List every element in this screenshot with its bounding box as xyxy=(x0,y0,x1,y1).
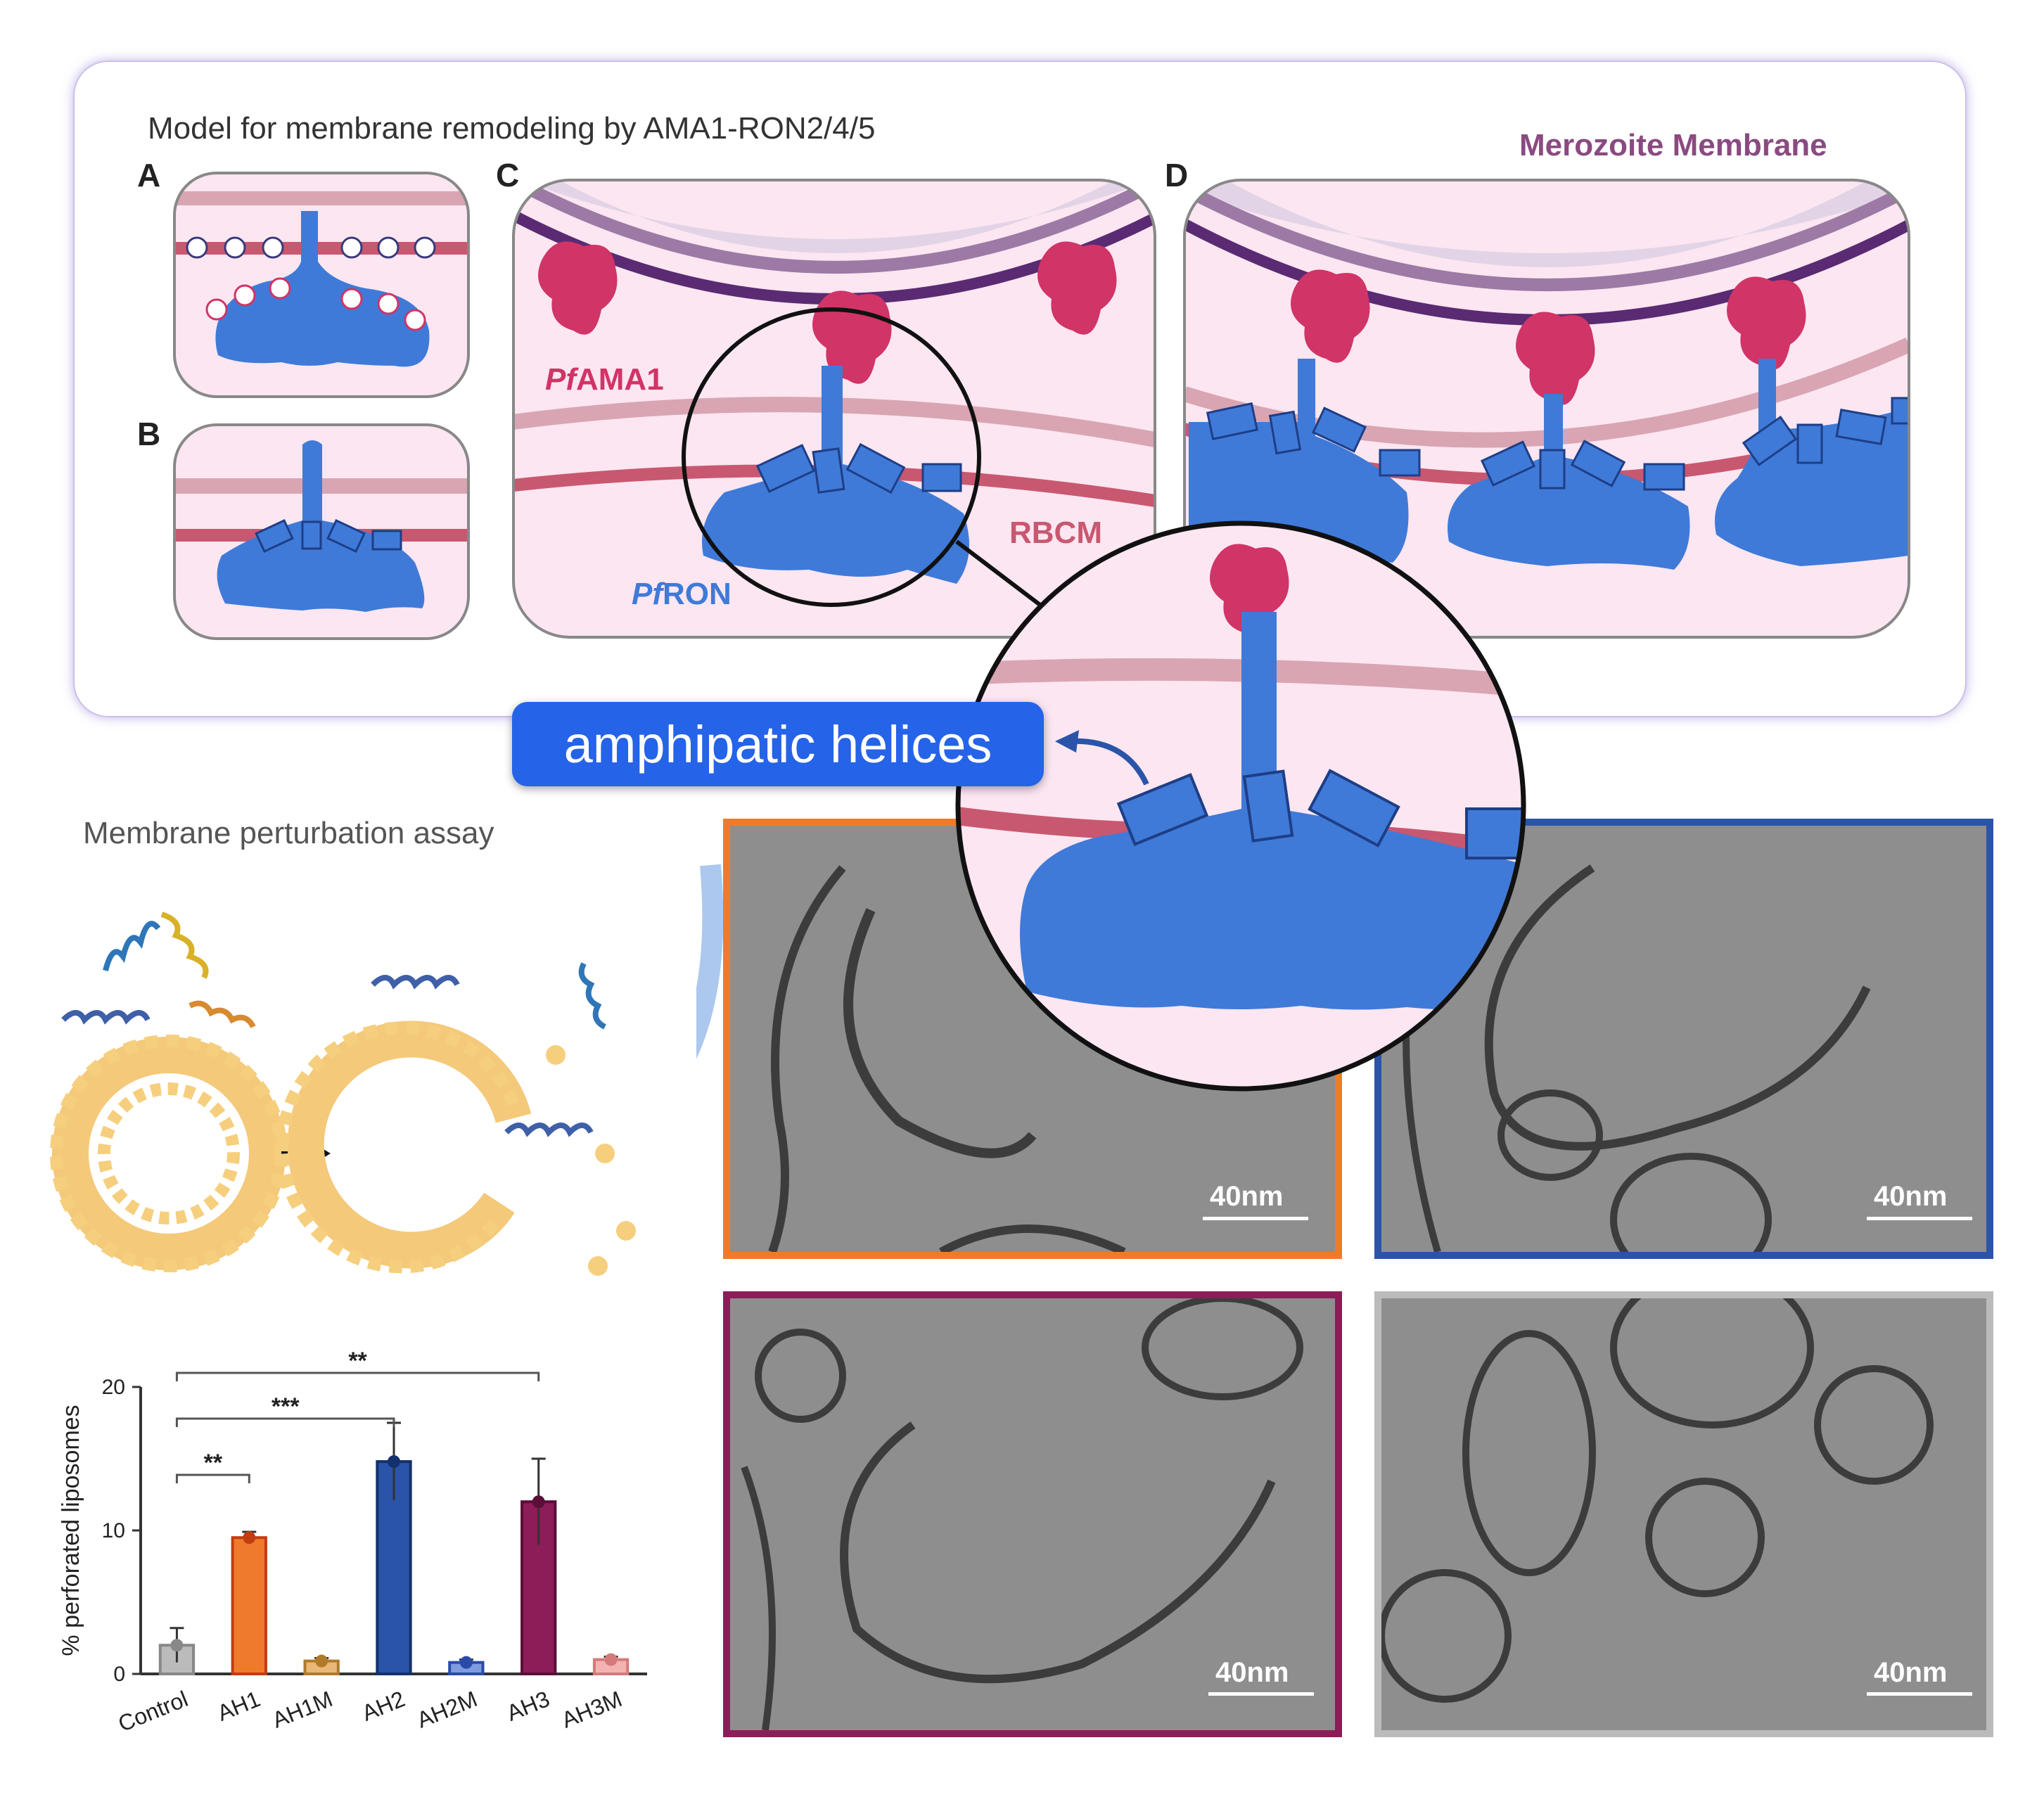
significance-bracket xyxy=(175,1473,250,1483)
y-axis-label: % perforated liposomes xyxy=(58,1405,84,1656)
scale-bar xyxy=(1867,1692,1972,1696)
pfron-label: PfRON xyxy=(632,577,732,611)
rbcm-label: RBCM xyxy=(1009,516,1102,550)
data-point xyxy=(170,1639,184,1652)
amphipatic-helices-label: amphipatic helices xyxy=(512,702,1044,786)
significance-label: ** xyxy=(348,1348,367,1374)
micrograph-ah3-vesicles xyxy=(730,1298,1335,1730)
data-point xyxy=(532,1495,545,1509)
scale-label: 40nm xyxy=(1215,1657,1289,1688)
liposome-schematic xyxy=(50,912,636,1276)
panel-label-d: D xyxy=(1165,157,1189,193)
data-point xyxy=(459,1656,473,1669)
panel-label-b: B xyxy=(137,416,161,452)
perforated-liposome xyxy=(276,1021,636,1276)
significance-bracket xyxy=(175,1417,395,1427)
x-tick-label: AH2 xyxy=(358,1686,408,1726)
scale-bar xyxy=(1867,1217,1972,1220)
micrograph-ah2: 40nm xyxy=(1374,819,1993,1259)
scale-label: 40nm xyxy=(1874,1181,1948,1212)
micrograph-ah3: 40nm xyxy=(723,1291,1342,1737)
bar-ah1 xyxy=(231,1536,267,1676)
scale-bar xyxy=(1203,1217,1308,1220)
panel-label-a: A xyxy=(137,157,161,193)
scale-label: 40nm xyxy=(1210,1181,1284,1212)
x-tick-label: AH1 xyxy=(214,1686,264,1726)
y-tick-label: 0 xyxy=(113,1663,125,1686)
x-tick-label: AH3M xyxy=(558,1686,625,1733)
x-tick-label: AH1M xyxy=(269,1686,336,1733)
x-tick-label: AH3 xyxy=(503,1686,553,1726)
y-tick-label: 10 xyxy=(102,1519,125,1542)
peptide-helices xyxy=(61,912,606,1137)
assay-arrow xyxy=(696,864,724,1059)
intact-liposome xyxy=(50,1035,288,1272)
panel-d-drawing xyxy=(1184,180,1909,637)
x-tick-label: Control xyxy=(115,1686,191,1737)
panel-a-drawing xyxy=(174,173,468,397)
y-tick-label: 20 xyxy=(102,1376,125,1399)
micrograph-ah1: 40nm xyxy=(723,819,1342,1259)
significance-label: ** xyxy=(204,1450,223,1476)
data-point xyxy=(243,1531,256,1545)
callout-arrow xyxy=(1055,730,1149,786)
data-point xyxy=(315,1654,328,1668)
scale-bar xyxy=(1208,1692,1314,1696)
assay-title: Membrane perturbation assay xyxy=(83,816,494,850)
data-point xyxy=(388,1455,400,1469)
significance-bracket xyxy=(175,1371,540,1381)
model-title: Model for membrane remodeling by AMA1-RO… xyxy=(148,111,876,146)
data-point xyxy=(604,1653,618,1666)
merozoite-membrane-label: Merozoite Membrane xyxy=(1519,128,1827,162)
micrograph-control: 40nm xyxy=(1374,1291,1993,1737)
pfama1-label: PfAMA1 xyxy=(545,362,664,397)
micrograph-control-vesicles xyxy=(1381,1298,1986,1730)
panel-label-c: C xyxy=(496,157,520,193)
significance-label: *** xyxy=(272,1393,300,1420)
x-tick-label: AH2M xyxy=(414,1686,481,1733)
panel-b-drawing xyxy=(174,425,468,639)
scale-label: 40nm xyxy=(1874,1657,1948,1688)
